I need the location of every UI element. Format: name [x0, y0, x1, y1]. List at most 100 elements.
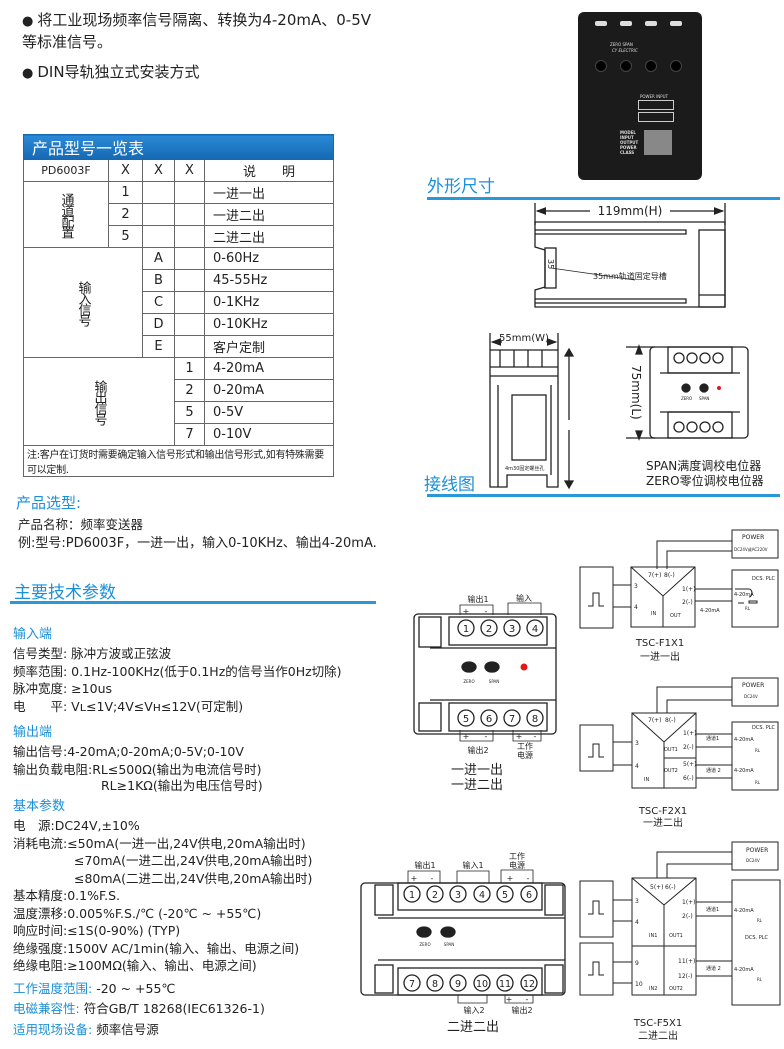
diagram-label: 5	[502, 890, 508, 901]
desc: 一进一出	[204, 181, 334, 204]
diagram-label: 通道1	[706, 735, 719, 742]
spec-line: 信号类型: 脉冲方波或正弦波	[13, 646, 172, 661]
diagram-label: 4	[635, 919, 639, 926]
feature-bullet-2: ●DIN导轨独立式安装方式	[22, 62, 382, 84]
diagram-label: 通道 2	[706, 767, 721, 774]
basic-section-title: 基本参数	[13, 799, 66, 814]
diagram-label: 1(+)	[682, 899, 696, 906]
diagram-label: 3	[635, 740, 639, 747]
diagram-label: POWER	[746, 847, 768, 854]
diagram-label: DCS. PLC	[752, 725, 775, 731]
span-label: SPAN	[699, 396, 709, 401]
diagram-label: 1(+)	[683, 730, 697, 737]
diagram-label: DCS. PLC	[745, 935, 768, 941]
diagram-label: 输入1	[462, 860, 483, 870]
module-1-caption: 一进一出	[451, 763, 503, 778]
diagram-label: +	[463, 732, 470, 741]
specs-title: 主要技术参数	[14, 583, 116, 603]
product-name: 产品名称：频率变送器	[18, 517, 144, 532]
diagram-label: 4-20mA	[700, 608, 720, 614]
diagram-label: 4	[634, 604, 638, 611]
diagram-label: 通道1	[706, 906, 719, 913]
diagram-label: 8(-)	[664, 572, 675, 579]
diagram-label: 9	[635, 960, 639, 967]
diagram-label: 8(-)	[665, 717, 676, 724]
header-desc: 说 明	[204, 159, 334, 182]
diagram-label: IN1	[649, 933, 657, 939]
model-table-title: 产品型号一览表	[23, 134, 334, 160]
table-note: 注:客户在订货时需要确定输入信号形式和输出信号形式,如有特殊需要可以定制.	[23, 445, 334, 477]
diagram-label: 电源	[509, 860, 525, 870]
diagram-label: 9	[455, 979, 461, 990]
diagram-label: 1	[463, 624, 469, 635]
side-view-drawing	[534, 203, 726, 308]
width-dimension-label: 55mm(W)	[499, 333, 549, 344]
input-label: 输入	[516, 593, 532, 603]
work-temp: 工作温度范围: -20 ~ +55℃	[13, 980, 176, 996]
diagram-label: RL	[755, 780, 761, 785]
diagram-label: 2	[432, 890, 438, 901]
diagram-label: +	[463, 607, 470, 616]
diagram-label: RL	[757, 918, 763, 923]
diagram-label: +	[506, 995, 513, 1004]
span-note: SPAN满度调校电位器	[646, 458, 761, 473]
diagram-label: 输出1	[414, 860, 435, 870]
bullet-icon: ●	[22, 14, 34, 29]
specs-divider	[10, 601, 376, 604]
diagram-label: 4	[635, 763, 639, 770]
diagram-label: 4-20mA	[734, 737, 754, 743]
diagram-label: 3	[635, 898, 639, 905]
diagram-label: 7	[409, 979, 415, 990]
diagram-label: 11(+)	[678, 958, 695, 965]
diagram-label: 4-20mA	[734, 592, 754, 598]
wiring-title: 接线图	[424, 475, 475, 495]
diagram-label: 6	[526, 890, 532, 901]
module-1-diagram	[413, 602, 557, 742]
desc: 0-60Hz	[204, 247, 334, 270]
diagram-label: DC24V或AC220V	[734, 546, 768, 552]
photo-brand: CY ELECTRIC	[612, 48, 638, 53]
application: 适用现场设备: 频率信号源	[13, 1021, 159, 1037]
spec-line: 频率范围: 0.1Hz-100KHz(低于0.1Hz的信号当作0Hz切除)	[13, 663, 342, 679]
diagram-label: OUT1	[664, 747, 678, 753]
diagram-label: IN	[651, 611, 656, 617]
f1x1-model: TSC-F1X1	[635, 638, 684, 649]
length-dimension-label: 75mm(L)	[629, 365, 643, 420]
diagram-label: RL	[757, 977, 763, 982]
diagram-label: 3	[634, 583, 638, 590]
diagram-label: RL	[755, 748, 761, 753]
diagram-label: 7	[509, 714, 515, 725]
diagram-label: 4	[479, 890, 485, 901]
diagram-label: 5	[463, 714, 469, 725]
rail-number-label: 35	[546, 259, 555, 269]
diagram-label: 4	[532, 624, 538, 635]
schematic-f5x1	[579, 841, 781, 1006]
output-section-title: 输出端	[13, 725, 53, 740]
diagram-label: 12	[523, 979, 535, 990]
diagram-label: 4-20mA	[734, 768, 754, 774]
diagram-label: 1(+)	[682, 586, 696, 593]
diagram-label: +	[516, 732, 523, 741]
screw-hole-label: 4m30固定螺丝孔	[505, 465, 544, 472]
height-dimension-label: 119mm(H)	[598, 204, 663, 218]
photo-terminal-label: POWER INPUT	[640, 94, 669, 99]
diagram-label: SPAN	[444, 942, 454, 947]
diagram-label: 6(-)	[665, 884, 676, 891]
diagram-label: 7(+)	[648, 717, 662, 724]
module-2-diagram	[360, 869, 566, 1004]
diagram-label: ZERO	[463, 679, 474, 684]
zero-label: ZERO	[681, 396, 692, 401]
spec-line: RL≥1KΩ(输出为电压信号时)	[101, 778, 263, 793]
diagram-label: -	[431, 874, 434, 883]
diagram-label: 二进二出	[638, 1029, 678, 1042]
diagram-label: 2(-)	[683, 744, 694, 751]
diagram-label: OUT2	[669, 986, 683, 992]
diagram-label: -	[534, 732, 537, 741]
diagram-label: 工作	[509, 851, 525, 861]
diagram-label: 2	[486, 624, 492, 635]
spec-line: 消耗电流:≤50mA(一进一出,24V供电,20mA输出时)	[13, 835, 306, 851]
dimensions-divider	[427, 197, 780, 200]
